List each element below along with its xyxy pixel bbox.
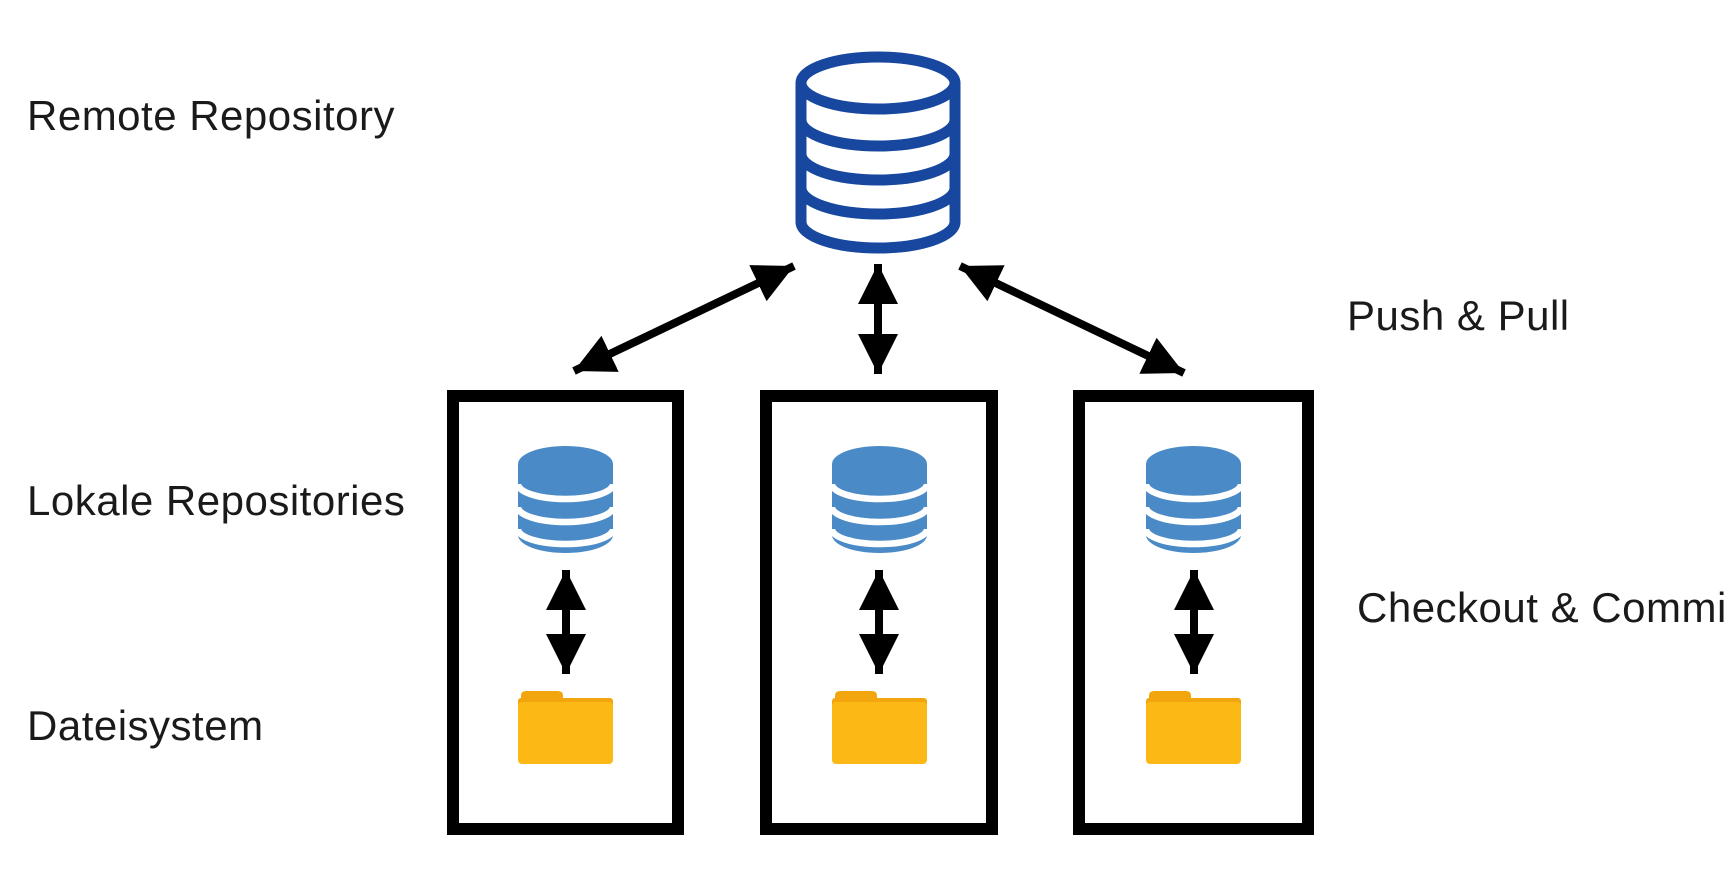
remote-repository-label: Remote Repository [27,92,395,139]
checkout-commit-arrow-icon [545,570,586,674]
filesystem-folder-icon [1146,691,1241,764]
local-repositories-label: Lokale Repositories [27,477,406,524]
local-repo-box-2 [760,390,998,835]
push-pull-arrow-left [572,262,796,375]
checkout-commit-arrow-icon [1173,570,1214,674]
local-repo-box-1 [447,390,684,835]
local-repository-database-icon [1146,446,1241,553]
filesystem-folder-icon [518,691,613,764]
local-repo-box-3 [1073,390,1314,835]
filesystem-folder-icon [831,691,927,764]
local-repository-database-icon [518,446,613,553]
checkout-commit-arrow-icon [859,570,899,674]
push-pull-arrow-right [958,262,1186,377]
local-repository-database-icon [831,446,927,553]
remote-repository-database-icon [795,51,961,254]
push-pull-label: Push & Pull [1347,292,1570,339]
filesystem-label: Dateisystem [27,702,264,749]
checkout-commit-label: Checkout & Commit [1357,584,1725,631]
